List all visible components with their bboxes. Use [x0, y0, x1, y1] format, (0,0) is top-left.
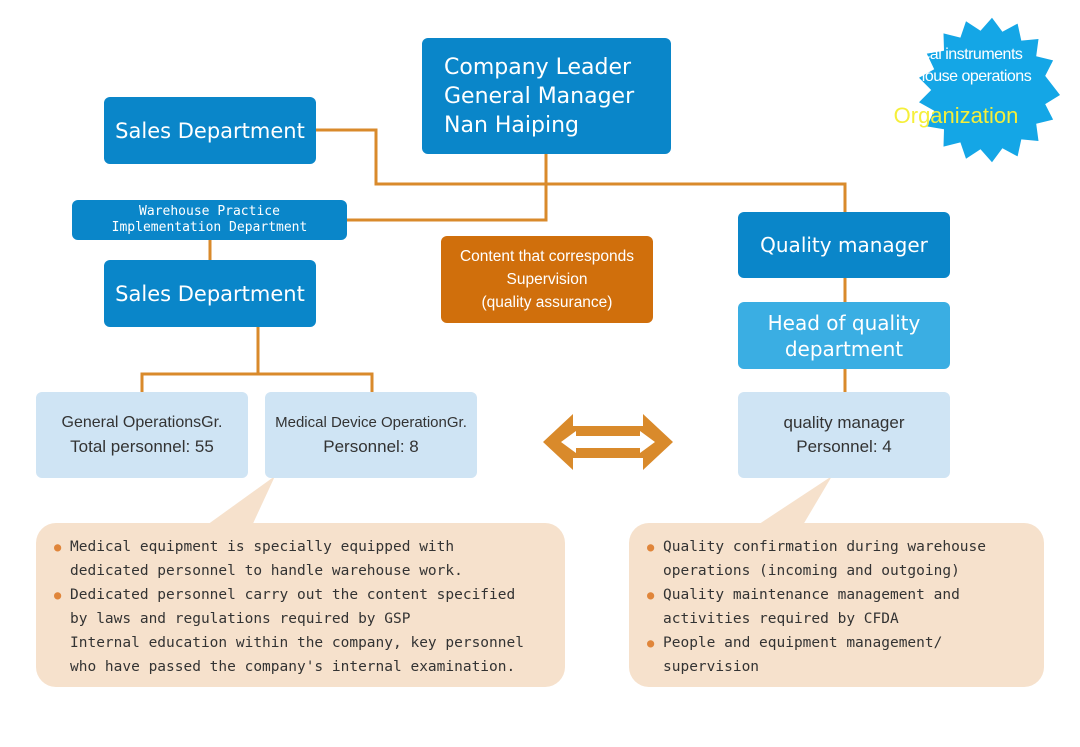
right-note-item: ● People and equipment management/ super… [643, 631, 1034, 679]
bubble-tail-right [750, 476, 832, 530]
warehouse-practice-line2: Implementation Department [111, 220, 308, 235]
bullet-icon: ● [647, 540, 655, 554]
right-notes-list: ● Quality confirmation during warehouse … [643, 535, 1034, 679]
leader-name: Nan Haiping [444, 112, 579, 138]
sales-department-top-box: Sales Department [104, 97, 316, 164]
bullet-icon: ● [647, 588, 655, 602]
quality-manager-box: Quality manager [738, 212, 950, 278]
left-notes-list: ● Medical equipment is specially equippe… [50, 535, 555, 679]
warehouse-practice-line1: Warehouse Practice [139, 204, 280, 219]
general-operations-box: General OperationsGr. Total personnel: 5… [36, 392, 248, 478]
bullet-icon: ● [54, 588, 62, 602]
badge-line1: Medical instruments [889, 46, 1023, 63]
connector-leader-to-warehouse [347, 154, 548, 222]
leader-role: General Manager [444, 83, 635, 109]
company-leader-box: Company Leader General Manager Nan Haipi… [422, 38, 671, 154]
medical-device-operations-box: Medical Device OperationGr. Personnel: 8 [265, 392, 477, 478]
quality-manager-personnel-count: Personnel: 4 [796, 437, 892, 456]
connector-branch [140, 372, 374, 392]
leader-title: Company Leader [444, 54, 632, 80]
bubble-tail-left [200, 476, 275, 530]
left-note-item: ● Medical equipment is specially equippe… [50, 535, 555, 583]
bullet-icon: ● [54, 540, 62, 554]
organization-badge: Medical instruments Warehouse operations… [852, 44, 1060, 130]
supervision-line3: (quality assurance) [481, 294, 613, 311]
sales-department-mid-label: Sales Department [115, 281, 305, 306]
head-quality-line1: Head of quality [767, 310, 921, 335]
double-arrow-icon [543, 414, 673, 470]
starburst-badge [919, 17, 1060, 163]
right-note-item: ● Quality confirmation during warehouse … [643, 535, 1034, 583]
right-note-item: ● Quality maintenance management and act… [643, 583, 1034, 631]
left-notes-bubble: ● Medical equipment is specially equippe… [36, 523, 565, 687]
badge-title: Organization [893, 103, 1019, 128]
head-of-quality-box: Head of quality department [738, 302, 950, 369]
quality-manager-label: Quality manager [760, 233, 928, 257]
bullet-icon: ● [647, 636, 655, 650]
general-operations-name: General OperationsGr. [61, 414, 223, 431]
badge-line2: Warehouse operations [880, 68, 1032, 85]
warehouse-practice-box: Warehouse Practice Implementation Depart… [72, 200, 347, 240]
head-quality-line2: department [784, 336, 904, 361]
quality-manager-personnel-name: quality manager [783, 413, 905, 432]
left-note-item: ● Dedicated personnel carry out the cont… [50, 583, 555, 679]
general-operations-count: Total personnel: 55 [70, 437, 214, 456]
medical-device-operations-count: Personnel: 8 [323, 437, 419, 456]
connector-sales-to-quality [316, 128, 847, 212]
sales-department-mid-box: Sales Department [104, 260, 316, 327]
supervision-line1: Content that corresponds [459, 248, 635, 265]
quality-manager-personnel-box: quality manager Personnel: 4 [738, 392, 950, 478]
medical-device-operations-name: Medical Device OperationGr. [275, 414, 467, 431]
sales-department-top-label: Sales Department [115, 118, 305, 143]
supervision-line2: Supervision [506, 271, 588, 288]
right-notes-bubble: ● Quality confirmation during warehouse … [629, 523, 1044, 687]
supervision-box: Content that corresponds Supervision (qu… [441, 236, 653, 323]
